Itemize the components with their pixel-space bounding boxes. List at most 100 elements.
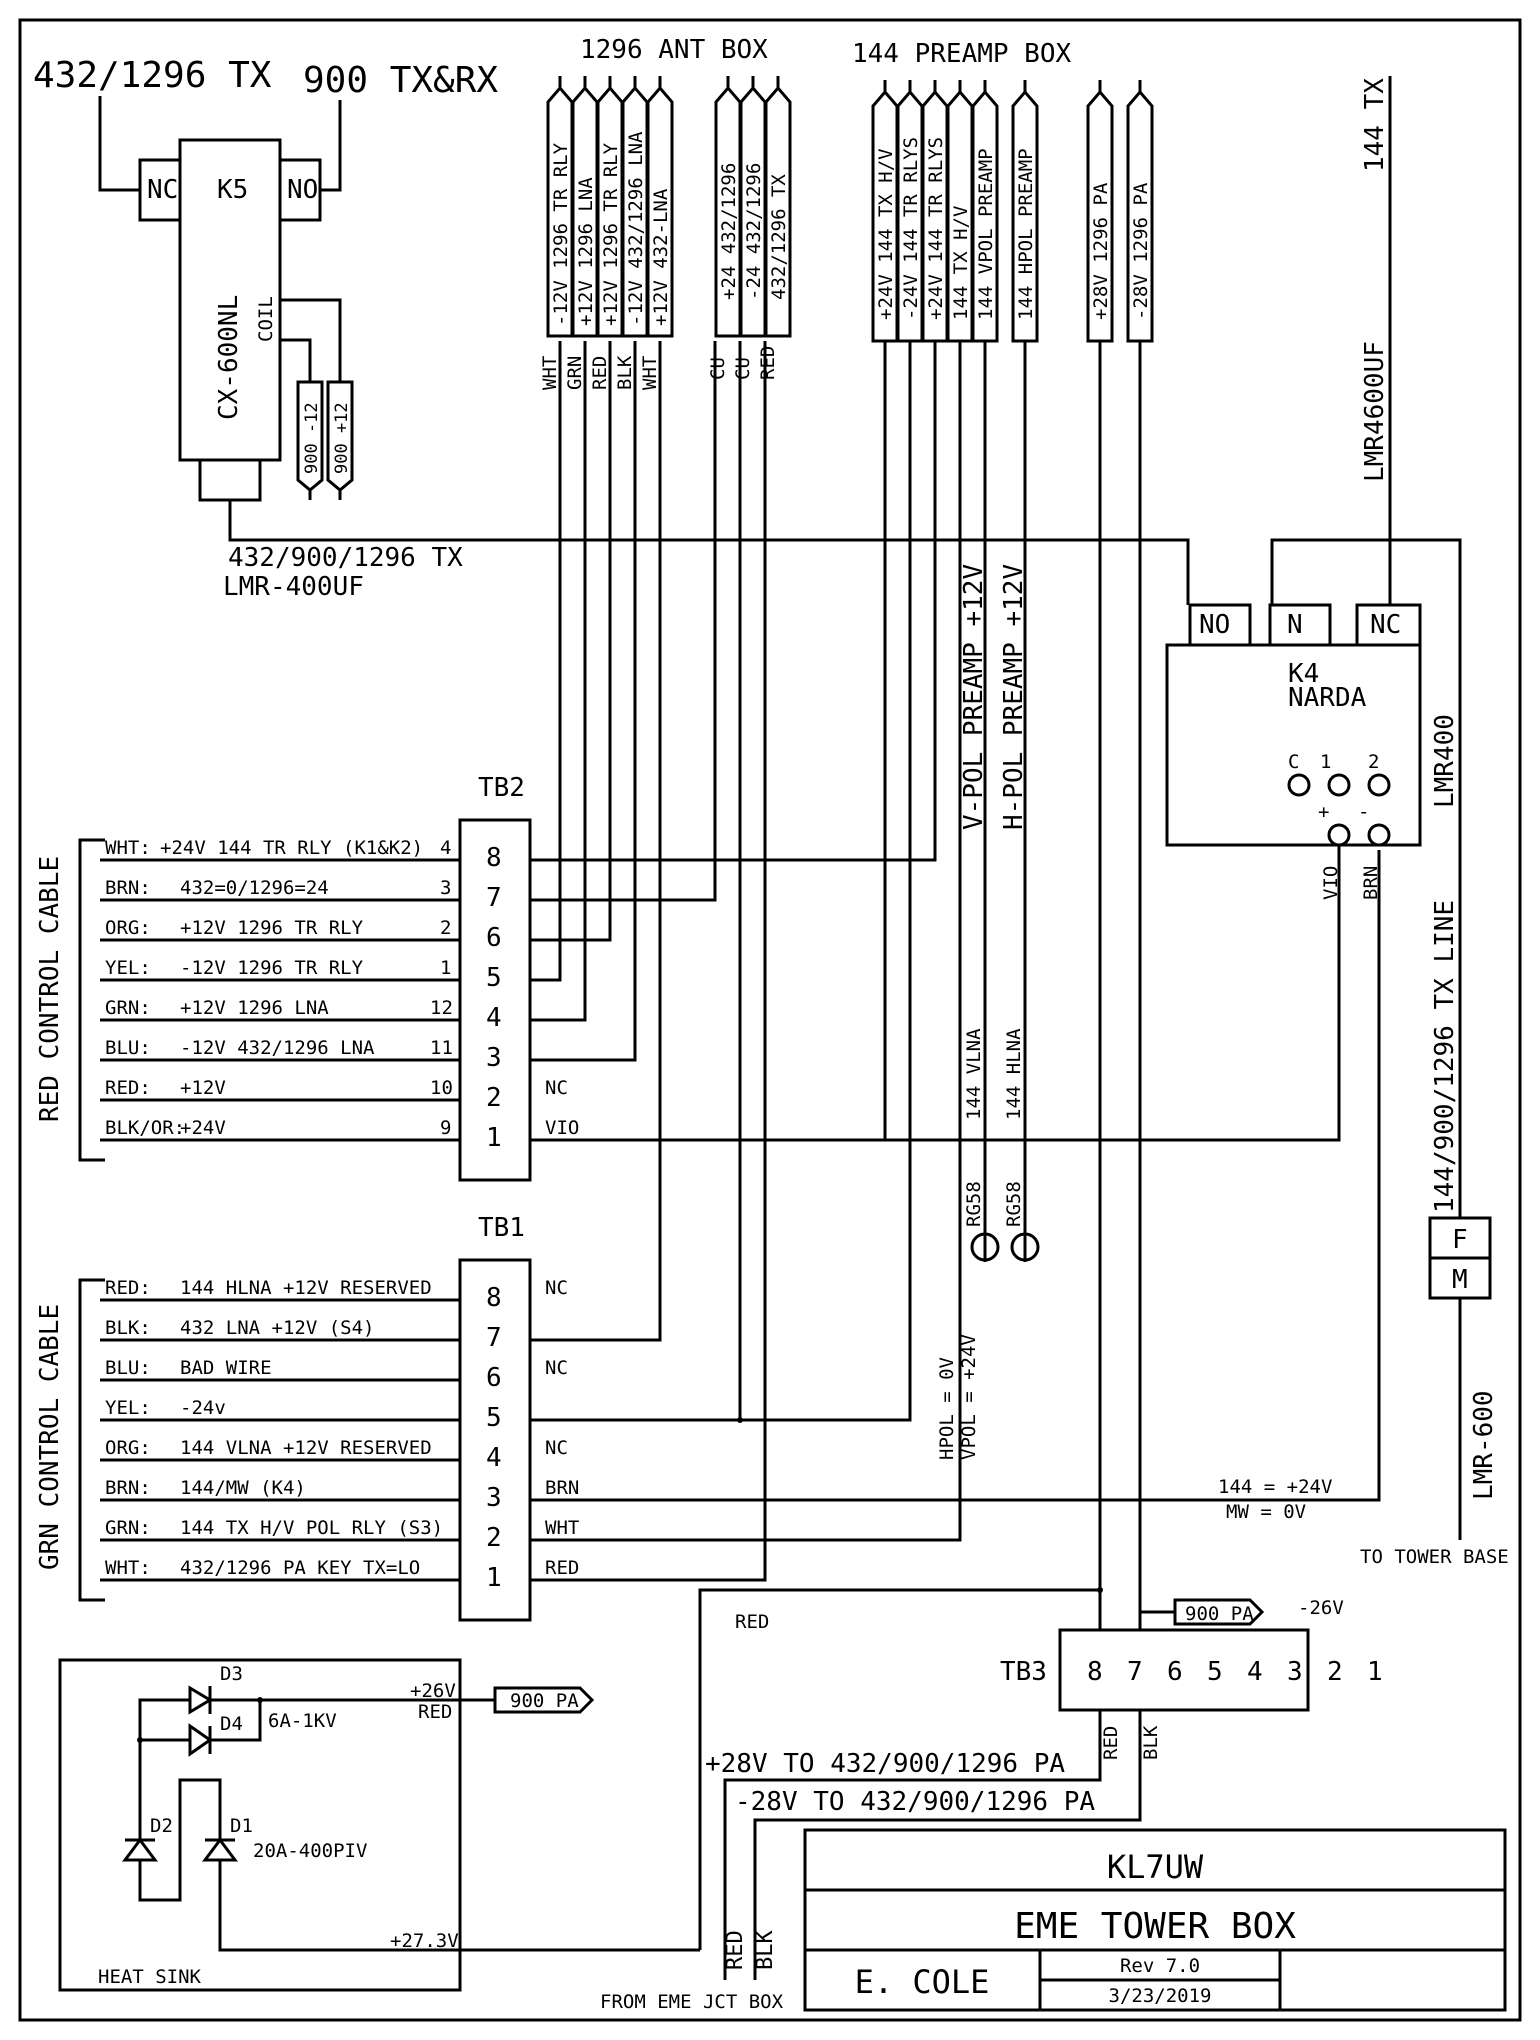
- terminal-note: VIO: [545, 1117, 579, 1139]
- junction-dot: [737, 1417, 743, 1423]
- wire-description: 144 TX H/V POL RLY (S3): [180, 1517, 443, 1539]
- terminal-pin: 1: [486, 1123, 502, 1153]
- terminal-pin: 6: [486, 923, 502, 953]
- tx-rx-900-label: 900 TX&RX: [303, 60, 498, 101]
- coil-pos-label: 900 +12: [332, 402, 352, 474]
- terminal-note: NC: [545, 1357, 568, 1379]
- d1-diode-icon: [202, 1837, 238, 1862]
- tb3-pin: 2: [1327, 1657, 1343, 1687]
- preamp-connector-label: 144 VPOL PREAMP: [975, 148, 997, 320]
- k5-model: CX-600NL: [214, 295, 244, 420]
- wire: [320, 100, 342, 192]
- cable-pin: 11: [430, 1037, 453, 1059]
- d2-diode-icon: [122, 1837, 158, 1862]
- preamp-connector-label: +24V 144 TX H/V: [875, 148, 897, 320]
- minus28-label: -28V TO 432/900/1296 PA: [735, 1787, 1095, 1817]
- wire: [1270, 538, 1462, 1218]
- ant-connector-label: +12V 1296 LNA: [575, 177, 597, 326]
- ant-wire-color: BLK: [614, 355, 636, 390]
- tb2-body: [458, 818, 532, 1182]
- vpol-state-label: VPOL = +24V: [958, 1334, 980, 1460]
- drawing-border: [18, 18, 1522, 2022]
- k4-plus: +: [1318, 801, 1329, 823]
- k5-nc-label: NC: [147, 175, 178, 205]
- tx-line-vertical-label: 144/900/1296 TX LINE: [1430, 900, 1460, 1213]
- ant-wire-color: RED: [589, 356, 611, 390]
- wire-color: YEL:: [105, 1397, 151, 1419]
- ant-wire-color: GRN: [564, 356, 586, 390]
- k4-minus: -: [1358, 801, 1369, 823]
- terminal-note: BRN: [545, 1477, 579, 1499]
- ant-connector: [764, 85, 792, 338]
- tb3-pin: 4: [1247, 1657, 1263, 1687]
- cable-pin: 3: [440, 877, 451, 899]
- wire-description: 144 HLNA +12V RESERVED: [180, 1277, 432, 1299]
- coil-neg-tag: [296, 380, 324, 492]
- cable-pin: 9: [440, 1117, 451, 1139]
- pa-connector: [1086, 89, 1114, 343]
- tb3-pin: 8: [1087, 1657, 1103, 1687]
- ant-connector-label: -12V 1296 TR RLY: [550, 142, 572, 326]
- wire: [530, 341, 717, 902]
- k4-nc-port: [1355, 603, 1422, 647]
- terminal-pin: 7: [486, 1323, 502, 1353]
- ant-wire-color: WHT: [639, 356, 661, 390]
- tx-144-label: 144 TX: [1360, 78, 1390, 172]
- k5-no-port: [278, 158, 322, 222]
- wire-description: +12V 1296 LNA: [180, 997, 329, 1019]
- tb1-cable-bracket: [78, 1278, 105, 1602]
- wire-description: +24V 144 TR RLY (K1&K2): [160, 837, 423, 859]
- k5-coil-label: COIL: [255, 296, 277, 342]
- female-label: F: [1452, 1225, 1468, 1255]
- wire: [530, 341, 587, 1022]
- male-connector: [1428, 1256, 1492, 1300]
- tx-line-label: 432/900/1296 TX: [228, 543, 463, 573]
- terminal-pin: 3: [486, 1483, 502, 1513]
- ant-connector-label: +24 432/1296: [718, 163, 740, 300]
- terminal-pin: 5: [486, 963, 502, 993]
- coil-neg-label: 900 -12: [302, 402, 322, 474]
- wire-color: RED:: [105, 1277, 151, 1299]
- tb3-pin: 1: [1367, 1657, 1383, 1687]
- rg58-b-label: RG58: [1003, 1181, 1025, 1227]
- cable-pin: 12: [430, 997, 453, 1019]
- tb3-pin: 7: [1127, 1657, 1143, 1687]
- terminal-pin: 4: [486, 1443, 502, 1473]
- date: 3/23/2019: [1109, 1985, 1212, 2007]
- k4-coil-minus: [1367, 823, 1391, 847]
- wire-color: GRN:: [105, 997, 151, 1019]
- tb3-body: [1058, 1628, 1310, 1712]
- plus28-label: +28V TO 432/900/1296 PA: [705, 1749, 1065, 1779]
- wire-description: 432/1296 PA KEY TX=LO: [180, 1557, 420, 1579]
- lmr400-label: LMR400: [1430, 714, 1460, 808]
- terminal-pin: 7: [486, 883, 502, 913]
- wire-color: BRN:: [105, 877, 151, 899]
- d2-label: D2: [150, 1815, 173, 1837]
- female-connector: [1428, 1216, 1492, 1260]
- k5-relay: 432/1296 TX 900 TX&RX NC NO K5 CX-600NL …: [33, 55, 1190, 605]
- wire: [530, 341, 562, 982]
- callsign: KL7UW: [1107, 1848, 1204, 1886]
- wire-color: WHT:: [105, 1557, 151, 1579]
- wire-color: YEL:: [105, 957, 151, 979]
- tb3-pin: 6: [1167, 1657, 1183, 1687]
- d3-diode-icon: [188, 1685, 213, 1715]
- wire-color: ORG:: [105, 917, 151, 939]
- k4-control-144-label: 144 = +24V: [1218, 1476, 1332, 1498]
- k4-maker: NARDA: [1288, 683, 1367, 713]
- wire-color: GRN:: [105, 1517, 151, 1539]
- male-label: M: [1452, 1265, 1468, 1295]
- tb3-blk-wire-label: BLK: [1140, 1725, 1162, 1760]
- author: E. COLE: [855, 1963, 990, 2001]
- cable-pin: 10: [430, 1077, 453, 1099]
- d3-label: D3: [220, 1663, 243, 1685]
- preamp-box-144: 144 PREAMP BOX +24V 144 TX H/V-24V 144 T…: [852, 39, 1154, 343]
- pa-connector-label: -28V 1296 PA: [1130, 182, 1152, 320]
- pa-connector-label: +28V 1296 PA: [1090, 182, 1112, 320]
- plus28-wire: [723, 1710, 1102, 1980]
- tb1-terminal-block: TB1 GRN CONTROL CABLE RED:144 HLNA +12V …: [35, 1213, 579, 1622]
- terminal-note: NC: [545, 1277, 568, 1299]
- preamp-connector-label: -24V 144 TR RLYS: [900, 137, 922, 320]
- k4-term-1: 1: [1320, 751, 1331, 773]
